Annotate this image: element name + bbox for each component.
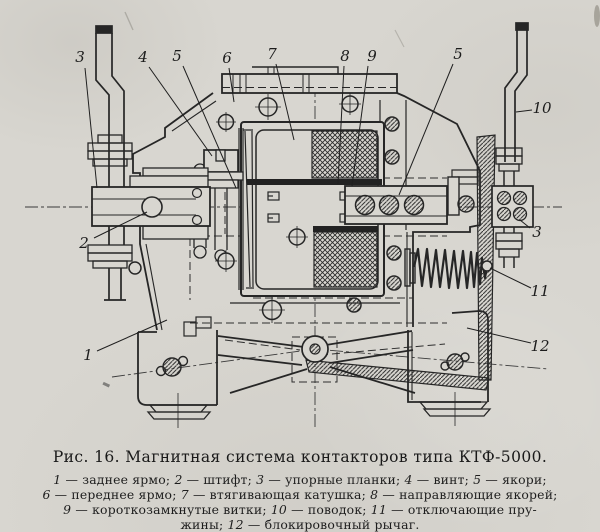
- leader-line-8: [337, 65, 345, 185]
- right-armature-block: [491, 185, 534, 228]
- blocking-lever: [305, 134, 496, 391]
- armature-left: [91, 167, 211, 240]
- callout-label-8: 8: [340, 47, 350, 65]
- front-yoke-frame: [132, 66, 481, 337]
- paper-blemishes: [102, 5, 600, 388]
- leader-line-2: [93, 211, 148, 239]
- foot-bolts: [155, 352, 470, 377]
- legend-line: жины; 12 — блокировочный рычаг.: [180, 517, 420, 532]
- leader-line-6: [228, 67, 235, 103]
- figure-caption-block: Рис. 16. Магнитная система контакторов т…: [0, 438, 600, 532]
- drive-lever: [504, 22, 529, 162]
- legend-line: 9 — короткозамкнутые витки; 10 — поводок…: [63, 502, 537, 517]
- leader-line-4: [148, 66, 213, 157]
- callout-label-12: 12: [530, 337, 550, 355]
- figure-legend: 1 — заднее ярмо; 2 — штифт; 3 — упорные …: [0, 472, 600, 532]
- leader-line-10: [515, 109, 533, 113]
- left-stop-plate: [87, 25, 133, 301]
- callout-leader-lines: [84, 63, 533, 352]
- callout-label-3: 3: [532, 223, 542, 241]
- callout-label-10: 10: [532, 99, 552, 117]
- rear-yoke-feet: [137, 310, 492, 420]
- armature-right: [344, 176, 475, 225]
- leader-line-7: [275, 63, 295, 141]
- foot-center-marks: [177, 392, 456, 428]
- plain-holes: [128, 93, 361, 323]
- callout-label-11: 11: [530, 282, 550, 300]
- release-spring: [404, 247, 493, 290]
- leader-line-5: [398, 63, 454, 196]
- callout-label-9: 9: [367, 47, 377, 65]
- callout-label-3: 3: [75, 48, 85, 66]
- technical-drawing: [25, 5, 600, 428]
- figure-title: Рис. 16. Магнитная система контакторов т…: [52, 448, 548, 466]
- leader-line-3: [84, 67, 98, 189]
- screw-holes: [346, 116, 402, 313]
- leader-line-11: [489, 267, 532, 289]
- leader-line-3: [519, 219, 531, 229]
- callout-label-5: 5: [453, 45, 463, 63]
- frame-bolt-holes: [128, 93, 402, 323]
- callout-label-4: 4: [138, 48, 148, 66]
- leader-line-5: [182, 65, 237, 189]
- callout-label-6: 6: [222, 49, 232, 67]
- lever-pivot: [301, 335, 329, 363]
- callout-label-2: 2: [79, 234, 89, 252]
- leader-line-1: [96, 319, 168, 352]
- callout-label-5: 5: [172, 47, 182, 65]
- callout-label-1: 1: [83, 346, 93, 364]
- leader-line-12: [466, 327, 532, 344]
- pin-hole: [141, 196, 163, 218]
- callout-label-7: 7: [267, 45, 277, 63]
- coil-assembly: [238, 121, 385, 297]
- legend-line: 1 — заднее ярмо; 2 — штифт; 3 — упорные …: [53, 472, 547, 487]
- short-circuit-turns-band: [247, 179, 382, 185]
- coil-winding-upper: [311, 130, 378, 179]
- leader-line-9: [351, 65, 369, 187]
- coil-winding-lower: [313, 231, 378, 288]
- legend-line: 6 — переднее ярмо; 7 — втягивающая катуш…: [42, 487, 558, 502]
